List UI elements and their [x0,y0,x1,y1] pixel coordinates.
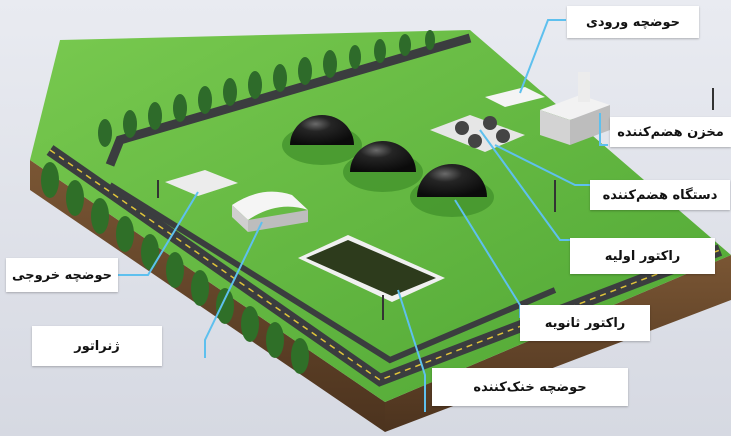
lamp-posts [157,88,714,320]
outlet-building [165,170,238,196]
generator-building [232,191,308,232]
road-back [105,33,472,167]
tree-row-front [41,162,309,374]
label-digester-unit: دستگاه هضم‌کننده [590,180,730,210]
inner-road [108,182,557,364]
road-line-front [49,149,721,381]
label-generator: ژنراتور [32,326,162,366]
cooling-pond [298,235,445,302]
label-inlet-tank: حوضچه ورودی [567,6,699,38]
reactor-domes [282,115,494,217]
label-primary-reactor: راکتور اولیه [570,238,715,274]
label-outlet-tank: حوضچه خروجی [6,258,118,292]
label-cooling-tank: حوضچه خنک‌کننده [432,368,628,406]
tree-row-back [98,30,435,147]
digester-unit-shape [430,115,525,152]
label-digester-storage: مخزن هضم‌کننده [610,117,731,147]
label-secondary-reactor: راکتور ثانویه [520,305,650,341]
